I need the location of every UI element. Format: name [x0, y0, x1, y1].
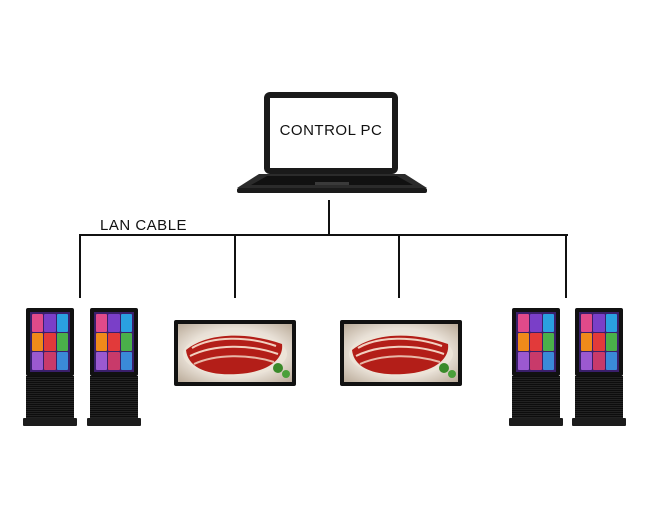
- pc-uplink-cable: [328, 200, 330, 236]
- kiosk-app-tile: [44, 352, 56, 370]
- kiosk-app-tile: [542, 333, 554, 351]
- kiosk-icon: [572, 308, 626, 426]
- kiosk-app-tile: [56, 352, 68, 370]
- kiosk-app-tile: [593, 314, 605, 332]
- kiosk-app-tile: [56, 314, 68, 332]
- kiosk-app-tile: [605, 314, 617, 332]
- control-pc-label: CONTROL PC: [279, 122, 383, 139]
- kiosk-app-tile: [108, 314, 120, 332]
- kiosk-app-tile: [120, 333, 132, 351]
- drop-cable-3: [398, 234, 400, 298]
- kiosk-app-tile: [581, 352, 593, 370]
- kiosk-app-tile: [32, 314, 44, 332]
- kiosk-app-tile: [593, 352, 605, 370]
- wall-display-icon: [340, 320, 462, 386]
- kiosk-app-tile: [542, 314, 554, 332]
- kiosk-app-tile: [32, 333, 44, 351]
- drop-cable-2: [234, 234, 236, 298]
- kiosk-app-tile: [120, 314, 132, 332]
- lan-backbone-cable: [80, 234, 568, 236]
- kiosk-app-tile: [44, 333, 56, 351]
- kiosk-app-tile: [581, 314, 593, 332]
- kiosk-app-tile: [518, 352, 530, 370]
- kiosk-app-tile: [605, 333, 617, 351]
- kiosk-app-tile: [581, 333, 593, 351]
- drop-cable-1: [79, 234, 81, 298]
- laptop-display: [270, 98, 392, 168]
- drop-cable-4: [565, 234, 567, 298]
- kiosk-app-tile: [542, 352, 554, 370]
- kiosk-app-tile: [96, 333, 108, 351]
- lan-cable-label: LAN CABLE: [100, 217, 188, 234]
- kiosk-app-tile: [530, 352, 542, 370]
- kiosk-app-tile: [530, 314, 542, 332]
- kiosk-icon: [23, 308, 77, 426]
- kiosk-icon: [509, 308, 563, 426]
- kiosk-app-tile: [518, 314, 530, 332]
- kiosk-app-tile: [593, 333, 605, 351]
- kiosk-app-tile: [530, 333, 542, 351]
- kiosk-app-tile: [108, 333, 120, 351]
- kiosk-app-tile: [96, 314, 108, 332]
- kiosk-app-tile: [96, 352, 108, 370]
- kiosk-app-tile: [44, 314, 56, 332]
- kiosk-app-tile: [120, 352, 132, 370]
- kiosk-app-tile: [605, 352, 617, 370]
- kiosk-icon: [87, 308, 141, 426]
- kiosk-app-tile: [108, 352, 120, 370]
- wall-display-icon: [174, 320, 296, 386]
- laptop-keyboard-base: [237, 174, 427, 193]
- kiosk-app-tile: [56, 333, 68, 351]
- kiosk-app-tile: [518, 333, 530, 351]
- kiosk-app-tile: [32, 352, 44, 370]
